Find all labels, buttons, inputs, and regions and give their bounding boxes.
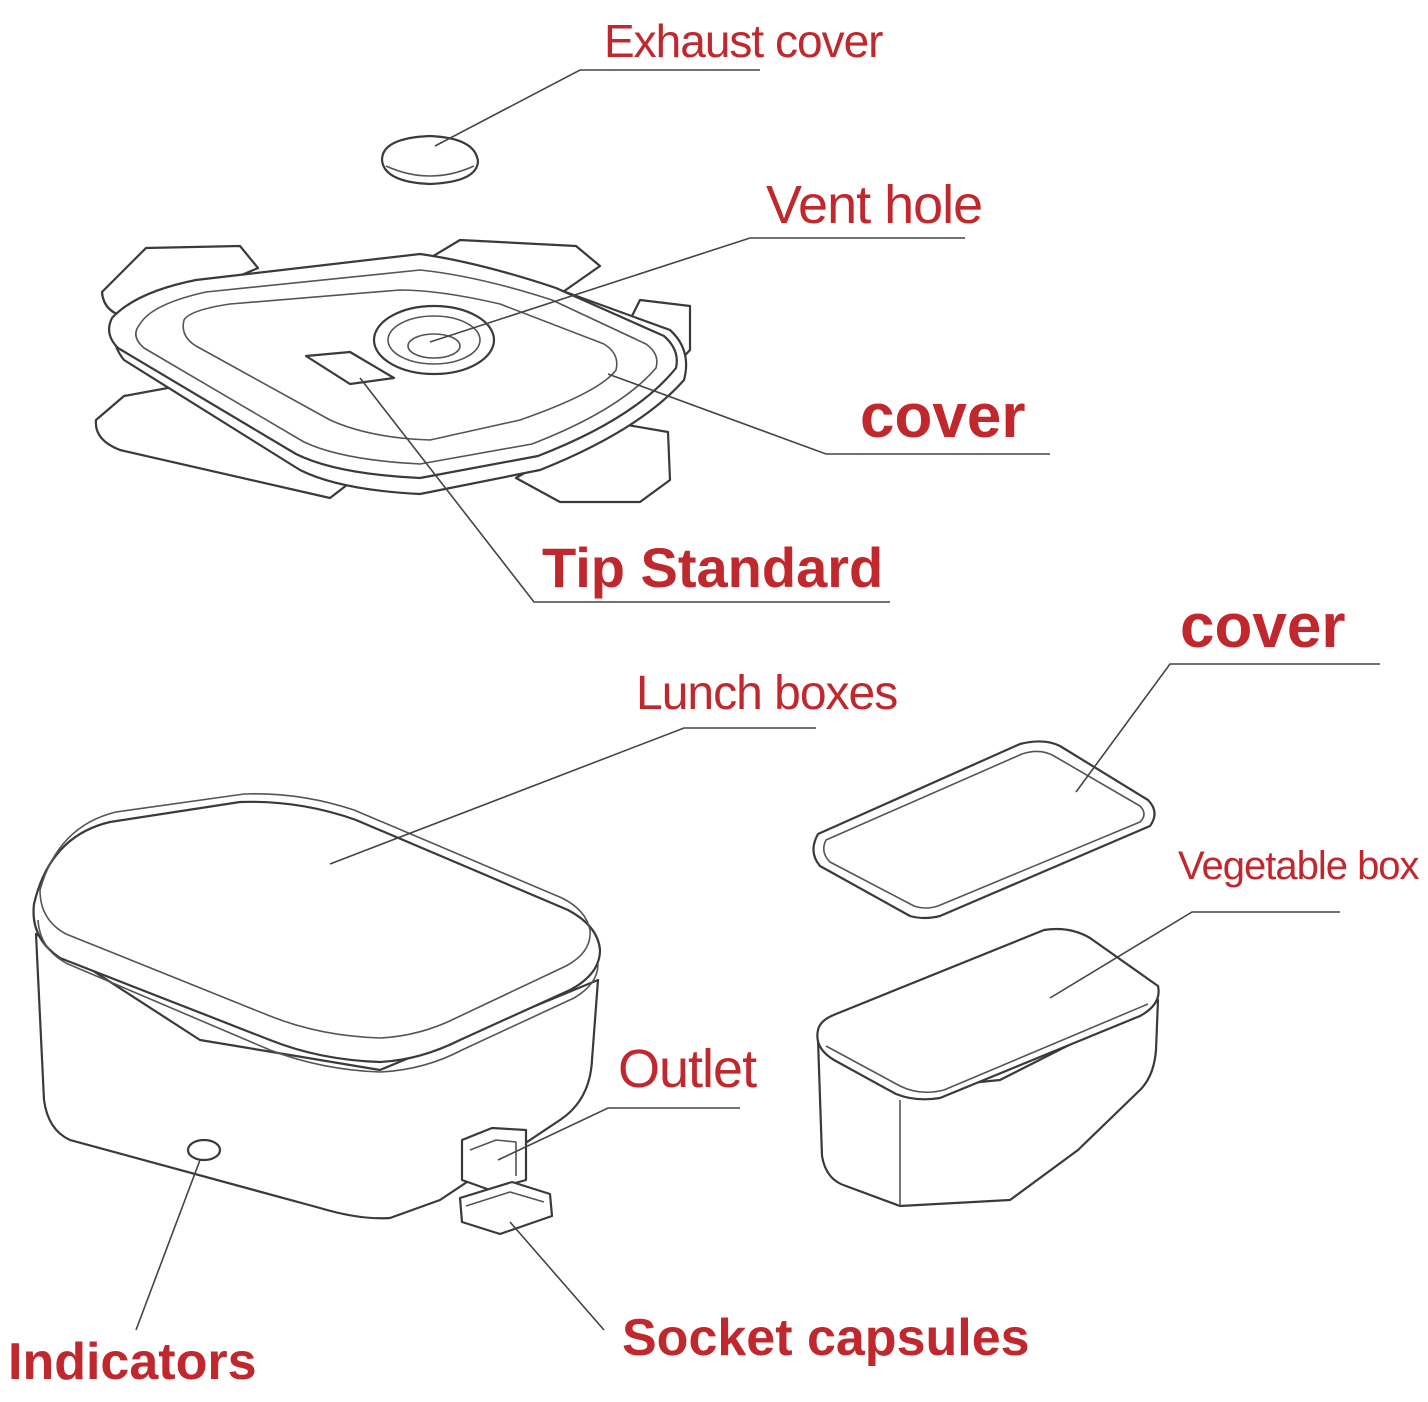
small-cover-part xyxy=(812,740,1156,920)
leader-outlet xyxy=(497,1107,740,1161)
leader-lunch-boxes xyxy=(329,727,816,865)
label-outlet: Outlet xyxy=(618,1039,757,1099)
leader-indicators xyxy=(135,1159,201,1331)
vegetable-box-part xyxy=(816,927,1160,1208)
leader-vent-hole xyxy=(429,237,965,343)
exhaust-cover-part xyxy=(380,134,480,186)
leader-vegetable-box xyxy=(1049,911,1340,999)
label-indicators: Indicators xyxy=(8,1333,257,1391)
label-vent-hole: Vent hole xyxy=(766,175,983,235)
leader-cover-small xyxy=(1075,663,1380,793)
label-lunch-boxes: Lunch boxes xyxy=(636,667,898,720)
leader-cover-top xyxy=(607,373,1050,455)
label-vegetable-box: Vegetable box xyxy=(1178,844,1420,888)
label-socket-capsules: Socket capsules xyxy=(622,1309,1030,1367)
leader-exhaust-cover xyxy=(434,69,760,147)
lunch-box-part xyxy=(32,793,602,1236)
leader-tip-standard xyxy=(359,377,890,603)
label-cover-top: cover xyxy=(860,382,1026,451)
label-tip-standard: Tip Standard xyxy=(542,536,884,599)
leader-lines xyxy=(135,69,1380,1331)
label-cover-small: cover xyxy=(1180,592,1346,661)
main-lid-part xyxy=(94,238,692,504)
label-exhaust-cover: Exhaust cover xyxy=(604,15,883,67)
leader-socket-capsules xyxy=(509,1221,605,1331)
